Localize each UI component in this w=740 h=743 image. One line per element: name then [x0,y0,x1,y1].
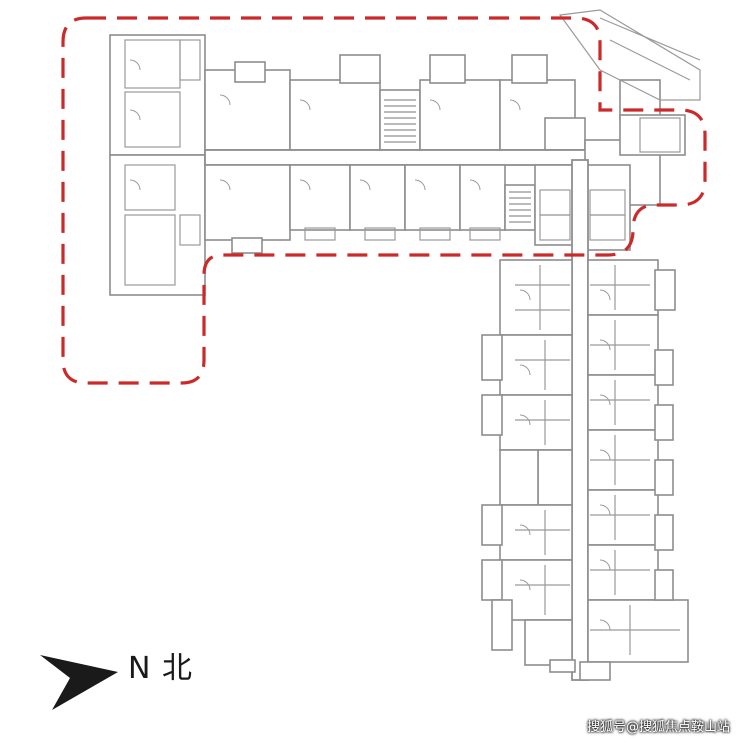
vertical-corridor [571,159,589,681]
watermark-text: 搜狐号@搜狐焦点鞍山站 [586,720,730,735]
west-lower-block [109,154,206,296]
stair-east [537,449,573,506]
unit-e7 [587,599,689,663]
north-label: N 北 [128,651,193,686]
unit-n3 [419,79,501,151]
elevator-core [534,164,576,246]
northeast-corner [558,9,701,251]
stair-north [379,89,421,151]
unit-e5 [587,489,659,546]
unit-s1 [204,164,291,241]
unit-e1 [587,259,659,316]
west-upper-block [109,34,206,156]
core-east [584,164,631,251]
unit-s5 [459,164,506,231]
vertical-wing [481,159,689,681]
unit-e3 [587,374,659,431]
unit-s4 [404,164,461,231]
unit-w1 [499,259,573,336]
door-swings [129,59,611,631]
upper-corridor [204,149,591,166]
unit-w3 [499,394,573,451]
highlighted-area-boundary [61,16,707,385]
unit-w4 [499,504,573,561]
unit-s2 [289,164,351,231]
north-arrow-icon [40,655,118,710]
unit-w2 [499,334,573,396]
unit-s3 [349,164,406,231]
unit-w6 [524,619,573,666]
upper-wing [109,34,591,296]
unit-e6 [587,544,659,601]
unit-n2 [289,79,381,151]
